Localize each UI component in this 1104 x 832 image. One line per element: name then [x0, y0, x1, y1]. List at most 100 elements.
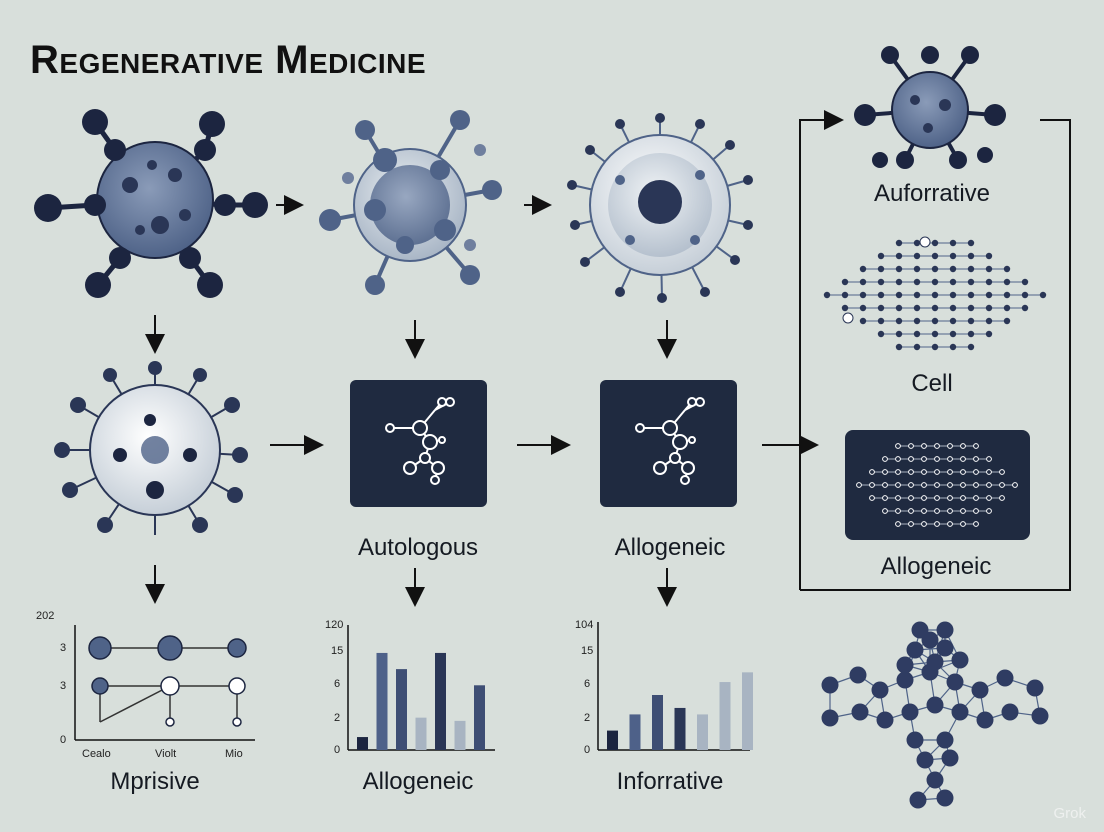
- network-node: [913, 239, 921, 247]
- network-node: [869, 482, 875, 488]
- bar: [652, 695, 663, 750]
- network-node: [967, 252, 975, 260]
- network-node: [934, 508, 940, 514]
- network-node: [973, 482, 979, 488]
- cluster-node: [821, 676, 839, 694]
- bar: [357, 737, 368, 750]
- chart2-ytick: 15: [331, 645, 344, 657]
- cluster-node: [906, 641, 924, 659]
- network-node: [908, 495, 914, 501]
- watermark-logo: Grok: [1053, 805, 1086, 822]
- cluster-node: [936, 731, 954, 749]
- chart1-xtick: Violt: [155, 748, 177, 760]
- chart3-ytick: 0: [584, 744, 591, 756]
- network-node: [960, 508, 966, 514]
- bar: [454, 720, 466, 750]
- network-node: [908, 456, 914, 462]
- network-node: [921, 482, 927, 488]
- network-node: [1003, 304, 1011, 312]
- bar: [376, 652, 388, 750]
- network-node: [1003, 291, 1011, 299]
- network-node: [973, 495, 979, 501]
- network-node: [985, 291, 993, 299]
- stem-cell-nucleus-icon: [567, 113, 753, 303]
- network-node: [913, 317, 921, 325]
- chart2-ytick: 120: [325, 619, 344, 631]
- network-node: [986, 495, 992, 501]
- bar: [719, 682, 731, 750]
- network-node: [949, 252, 957, 260]
- bar: [674, 707, 686, 750]
- network-node: [973, 469, 979, 475]
- cluster-node: [936, 639, 954, 657]
- network-node: [908, 521, 914, 527]
- cluster-node: [896, 656, 914, 674]
- network-node: [986, 469, 992, 475]
- network-node: [877, 265, 885, 273]
- bar: [474, 685, 485, 750]
- network-node: [877, 330, 885, 338]
- network-node: [1021, 291, 1029, 299]
- network-node: [949, 265, 957, 273]
- dot-point: [232, 717, 242, 727]
- cluster-node: [1001, 703, 1019, 721]
- network-node: [985, 304, 993, 312]
- network-node: [949, 304, 957, 312]
- network-node: [882, 508, 888, 514]
- network-node: [908, 508, 914, 514]
- network-node: [895, 521, 901, 527]
- network-node: [913, 330, 921, 338]
- cluster-node: [951, 703, 969, 721]
- chart2-ytick: 6: [334, 678, 341, 690]
- bar-chart-autologous: [357, 652, 485, 750]
- network-node: [913, 278, 921, 286]
- network-node: [999, 469, 1005, 475]
- network-node: [967, 343, 975, 351]
- label-mprisive: Mprisive: [110, 768, 200, 795]
- network-node: [841, 291, 849, 299]
- chart1-ytick: 202: [36, 610, 55, 622]
- network-node: [985, 330, 993, 338]
- network-node: [1003, 265, 1011, 273]
- dot-chart: [74, 625, 255, 741]
- cluster-node: [876, 711, 894, 729]
- cluster-node: [936, 621, 954, 639]
- network-node: [895, 291, 903, 299]
- dot-point: [165, 717, 175, 727]
- network-node: [841, 304, 849, 312]
- network-node: [869, 469, 875, 475]
- dot-point: [88, 636, 112, 660]
- cluster-node: [926, 771, 944, 789]
- bar: [607, 730, 618, 750]
- network-node: [895, 482, 901, 488]
- network-node: [895, 252, 903, 260]
- label-allogeneic-mid: Allogeneic: [614, 534, 726, 561]
- network-node: [842, 312, 854, 324]
- cluster-node: [941, 749, 959, 767]
- network-node: [931, 252, 939, 260]
- bar: [396, 669, 407, 750]
- network-node: [895, 239, 903, 247]
- network-node: [985, 278, 993, 286]
- cluster-node: [871, 681, 889, 699]
- network-node: [973, 443, 979, 449]
- network-node: [882, 456, 888, 462]
- network-node: [973, 456, 979, 462]
- network-node: [1039, 291, 1047, 299]
- bar-chart-allogeneic: [607, 672, 753, 750]
- cluster-node: [896, 671, 914, 689]
- network-lattice-icon: [823, 236, 1047, 351]
- network-node: [841, 278, 849, 286]
- network-node: [859, 317, 867, 325]
- label-auforrative: Auforrative: [873, 180, 991, 207]
- stem-cell-budding-icon: [319, 110, 502, 295]
- network-node: [999, 482, 1005, 488]
- bar: [629, 714, 641, 750]
- network-node: [913, 291, 921, 299]
- network-node: [1003, 317, 1011, 325]
- bar: [415, 717, 427, 750]
- molecule-icon: [635, 397, 705, 485]
- network-node: [967, 317, 975, 325]
- network-node: [934, 456, 940, 462]
- network-node: [921, 469, 927, 475]
